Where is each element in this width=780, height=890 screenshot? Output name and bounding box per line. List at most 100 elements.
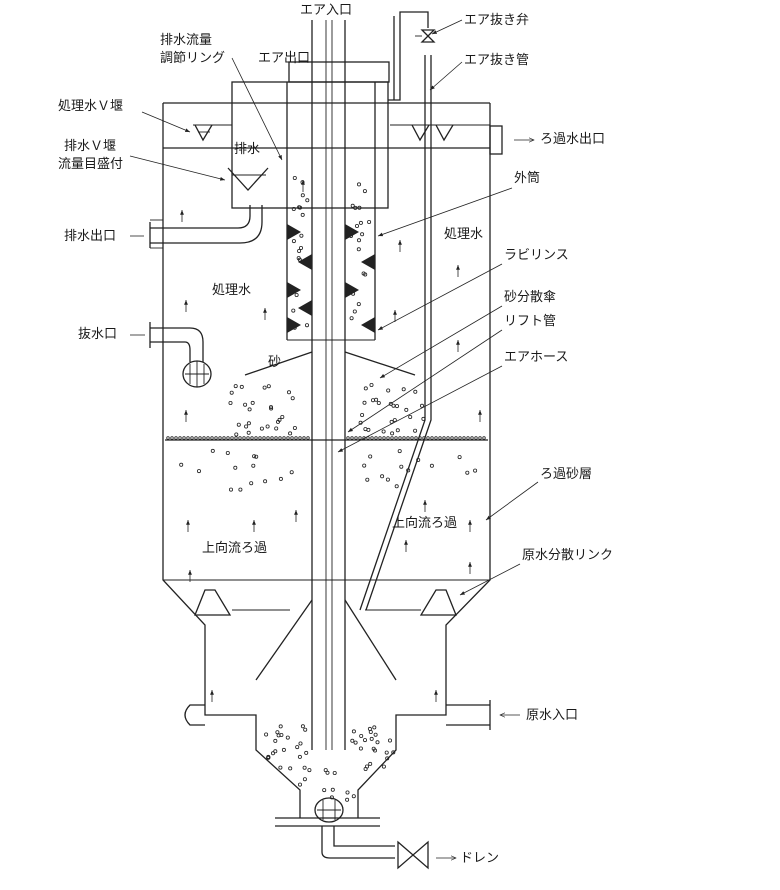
sand-bed-bead bbox=[246, 436, 250, 440]
sand-grain bbox=[350, 738, 355, 743]
sand-grain bbox=[348, 233, 353, 238]
sand-grain bbox=[246, 430, 251, 435]
sand-grain bbox=[291, 308, 296, 313]
sand-grain bbox=[363, 767, 368, 772]
sand-grain bbox=[385, 756, 390, 761]
sand-bed-bead bbox=[262, 436, 266, 440]
flow-arrows bbox=[180, 180, 482, 702]
sand-bed-bead bbox=[210, 436, 214, 440]
sand-bed-bead bbox=[258, 436, 262, 440]
sand-grain bbox=[390, 431, 395, 436]
sand-grain bbox=[236, 422, 241, 427]
sand-grain bbox=[265, 424, 270, 429]
sand-grain bbox=[352, 309, 357, 314]
sand-bed-bead bbox=[462, 436, 466, 440]
sand-bed-bead bbox=[482, 436, 486, 440]
sand-grain bbox=[401, 387, 406, 392]
sand-grain bbox=[298, 245, 303, 250]
sand-bed-bead bbox=[390, 436, 394, 440]
sand-bed-bead bbox=[206, 436, 210, 440]
sand-bed-bead bbox=[414, 436, 418, 440]
label-air-release-valve: エア抜き弁 bbox=[464, 12, 529, 28]
sand-grain bbox=[388, 401, 393, 406]
sand-grain bbox=[345, 790, 350, 795]
sand-grain bbox=[385, 477, 390, 482]
sand-grain bbox=[368, 730, 373, 735]
sand-grain bbox=[354, 223, 359, 228]
sand-grain bbox=[387, 738, 392, 743]
sand-grain bbox=[356, 247, 361, 252]
sand-bed-bead bbox=[474, 436, 478, 440]
sand-bed-bead bbox=[294, 436, 298, 440]
label-treated-water-v-weir: 処理水Ｖ堰 bbox=[58, 99, 123, 114]
sand-grain bbox=[367, 219, 372, 224]
sand-grain bbox=[381, 429, 386, 434]
filtered-water-outlet-pipe bbox=[489, 125, 503, 155]
sand-dispersion-umbrella bbox=[165, 351, 488, 441]
sand-grain bbox=[303, 727, 308, 732]
sand-grain bbox=[179, 462, 184, 467]
sand-grain bbox=[365, 477, 370, 482]
sand-grain bbox=[270, 751, 275, 756]
sand-grain bbox=[371, 746, 376, 751]
sand-grain bbox=[353, 740, 358, 745]
sand-grain bbox=[276, 733, 281, 738]
sand-bed-bead bbox=[226, 436, 230, 440]
sand-bed-bead bbox=[378, 436, 382, 440]
sand-grain bbox=[225, 450, 230, 455]
sand-bed-bead bbox=[478, 436, 482, 440]
sand-bed-bead bbox=[434, 436, 438, 440]
sand-grain bbox=[368, 761, 373, 766]
sand-grain bbox=[298, 741, 303, 746]
label-filtered-water-outlet: ろ過水出口 bbox=[540, 132, 605, 147]
sand-grain bbox=[297, 782, 302, 787]
sand-grain bbox=[421, 416, 426, 421]
sand-bed-bead bbox=[194, 436, 198, 440]
labyrinth-baffle bbox=[345, 282, 359, 298]
sand-bed-bead bbox=[458, 436, 462, 440]
sand-grain bbox=[228, 487, 233, 492]
sand-bed-bead bbox=[234, 436, 238, 440]
sand-grain bbox=[351, 794, 356, 799]
sand-grain bbox=[413, 389, 418, 394]
sand-grain bbox=[457, 455, 462, 460]
sand-grain bbox=[259, 426, 264, 431]
treated-water-v-weir-right bbox=[390, 124, 490, 142]
label-sand: 砂 bbox=[268, 355, 281, 370]
sand-grain bbox=[295, 745, 300, 750]
sand-grain bbox=[268, 405, 273, 410]
sand-grain bbox=[360, 232, 365, 237]
label-upflow-filtration-right: 上向流ろ過 bbox=[392, 515, 457, 531]
label-drain-inner: 排水 bbox=[234, 142, 260, 157]
sand-bed-bead bbox=[238, 436, 242, 440]
sand-grain bbox=[419, 403, 424, 408]
labyrinth bbox=[287, 224, 375, 333]
sand-bed-bead bbox=[266, 436, 270, 440]
sand-bed-bead bbox=[430, 436, 434, 440]
label-lift-pipe: リフト管 bbox=[504, 314, 556, 329]
sand-grain bbox=[277, 417, 282, 422]
sand-bed-bead bbox=[398, 436, 402, 440]
sand-grain bbox=[373, 732, 378, 737]
sand-grain bbox=[292, 175, 297, 180]
sand-grain bbox=[366, 427, 371, 432]
sand-grain bbox=[234, 432, 239, 437]
sand-grain bbox=[394, 484, 399, 489]
label-drain-flow-ring-1: 排水流量 bbox=[160, 33, 212, 48]
sand-grain bbox=[322, 788, 327, 793]
sand-grain bbox=[386, 388, 391, 393]
drain-v-weir bbox=[227, 167, 269, 191]
sand-bed-bead bbox=[278, 436, 282, 440]
sand-grain bbox=[243, 402, 248, 407]
labyrinth-baffle bbox=[298, 300, 312, 316]
extraction-port-pipe bbox=[149, 322, 212, 388]
sand-grain bbox=[395, 428, 400, 433]
sand-grain bbox=[372, 725, 377, 730]
sand-grain bbox=[353, 205, 358, 210]
sand-bed-bead bbox=[182, 436, 186, 440]
sand-bed-bead bbox=[394, 436, 398, 440]
sand-particles bbox=[166, 175, 486, 802]
sand-grain bbox=[273, 738, 278, 743]
sand-bed-bead bbox=[466, 436, 470, 440]
